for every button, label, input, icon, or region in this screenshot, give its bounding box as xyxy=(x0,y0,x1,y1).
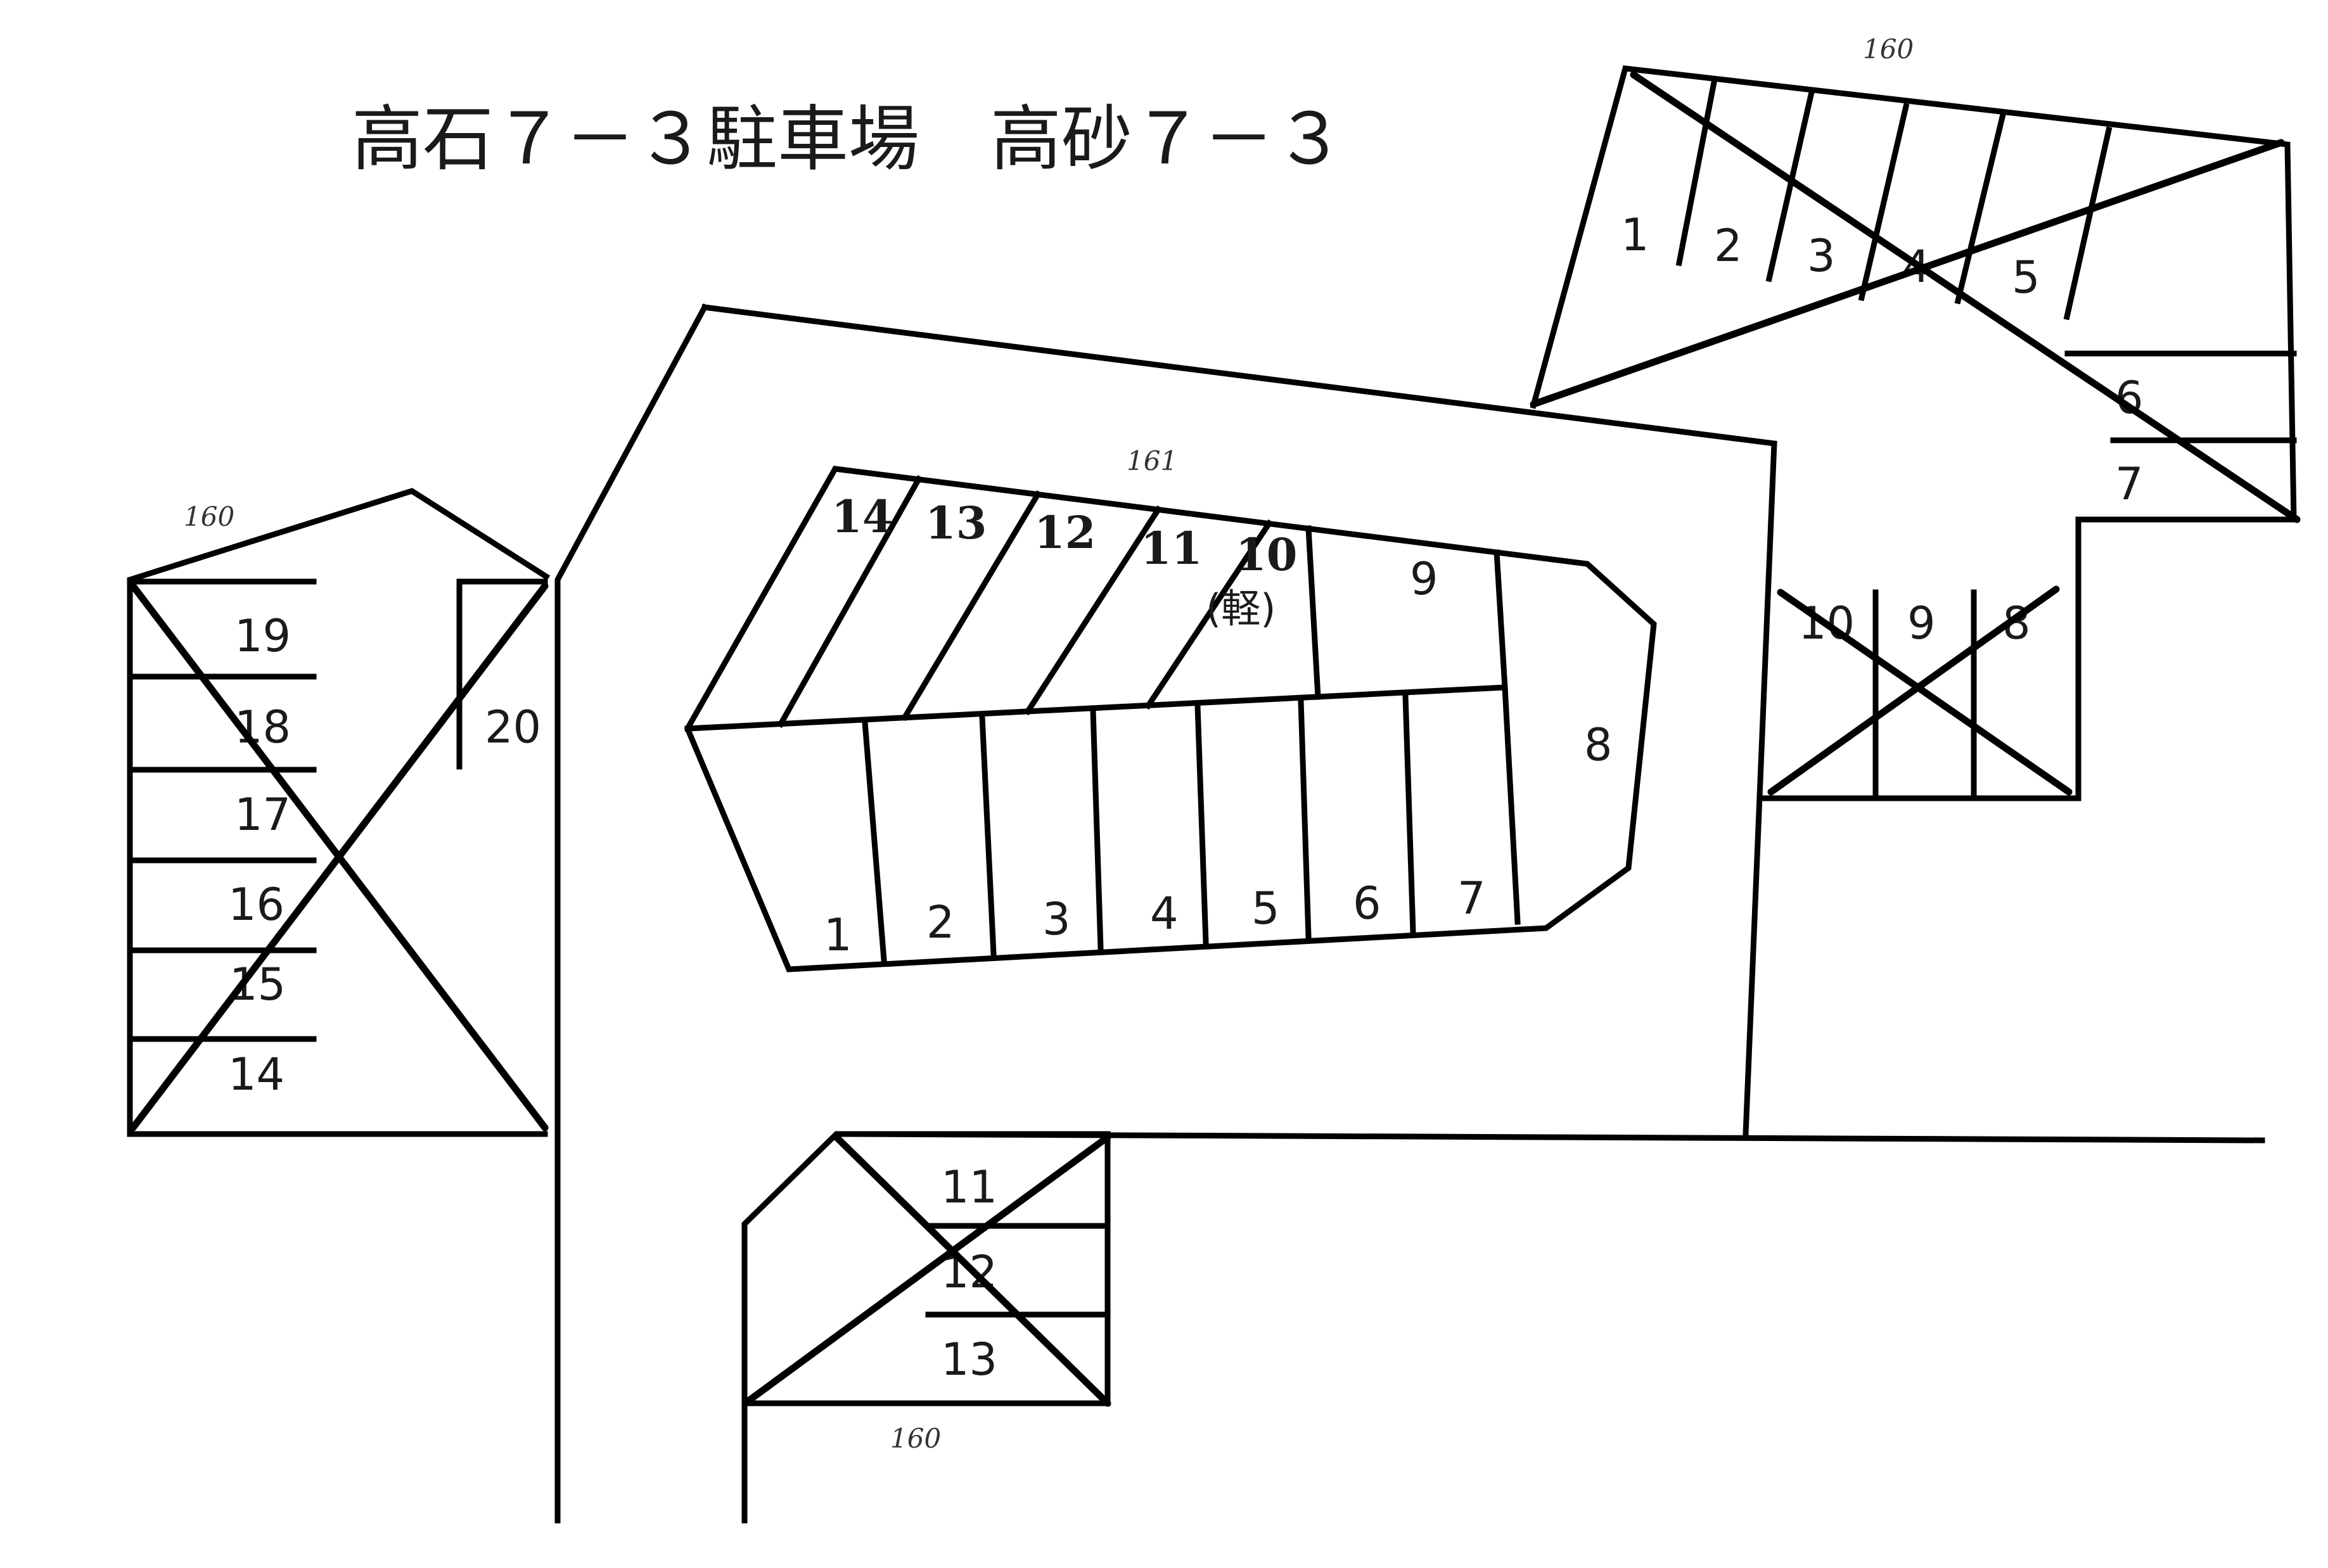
center-space-1: 1 xyxy=(824,909,852,961)
diagram-title: 高石７－３駐車場 高砂７－３ xyxy=(352,98,1345,181)
center-space-5: 5 xyxy=(1251,883,1280,934)
center-space-10: 10 xyxy=(1236,528,1297,581)
center-space-13: 13 xyxy=(925,497,987,549)
top-right-space-7: 7 xyxy=(2115,458,2144,510)
center-space-4: 4 xyxy=(1150,888,1179,940)
annotation-bottom: 160 xyxy=(890,1423,941,1454)
left-space-14: 14 xyxy=(228,1049,285,1100)
center-space-10-kei: (軽) xyxy=(1206,585,1276,632)
lot-right-small: 10 9 8 xyxy=(1758,585,2082,801)
left-space-17: 17 xyxy=(234,789,291,841)
annotation-left: 160 xyxy=(184,501,234,532)
annotation-center: 161 xyxy=(1127,445,1177,476)
center-space-9: 9 xyxy=(1410,553,1438,605)
bottom-space-11: 11 xyxy=(941,1161,997,1213)
center-space-7: 7 xyxy=(1457,872,1486,924)
lot-top-right: 1 2 3 4 5 6 7 xyxy=(1530,65,2301,523)
center-space-6: 6 xyxy=(1353,877,1381,929)
lot-left: 19 18 17 16 15 14 20 xyxy=(127,488,551,1137)
top-right-space-3: 3 xyxy=(1807,230,1836,282)
cross-out-line xyxy=(744,1133,1111,1405)
cross-out-line xyxy=(1767,585,2060,796)
left-space-19: 19 xyxy=(234,610,291,662)
center-space-11: 11 xyxy=(1141,522,1202,575)
top-right-space-1: 1 xyxy=(1621,209,1649,261)
left-space-20: 20 xyxy=(485,701,541,753)
cross-out-line xyxy=(129,582,549,1131)
cross-out-line xyxy=(1777,589,2073,796)
lot-bottom: 11 12 13 xyxy=(741,1131,1111,1524)
cross-out-line xyxy=(833,1133,1111,1407)
center-space-2: 2 xyxy=(926,896,955,948)
cross-out-line xyxy=(1630,71,2301,523)
center-space-14: 14 xyxy=(831,490,893,543)
center-space-8: 8 xyxy=(1584,719,1613,771)
left-space-16: 16 xyxy=(228,879,285,931)
center-space-3: 3 xyxy=(1042,893,1071,945)
right-small-space-9: 9 xyxy=(1907,597,1936,649)
top-right-space-5: 5 xyxy=(2012,252,2040,303)
top-right-space-2: 2 xyxy=(1714,220,1743,272)
annotation-top-right: 160 xyxy=(1863,34,1914,65)
center-space-12: 12 xyxy=(1034,506,1096,559)
bottom-space-13: 13 xyxy=(941,1334,997,1386)
site-outline xyxy=(554,303,2297,1524)
lot-center: 14 13 12 11 10 (軽) 9 8 1 2 3 4 5 6 7 xyxy=(684,466,1657,972)
cross-out-line xyxy=(1530,139,2285,408)
